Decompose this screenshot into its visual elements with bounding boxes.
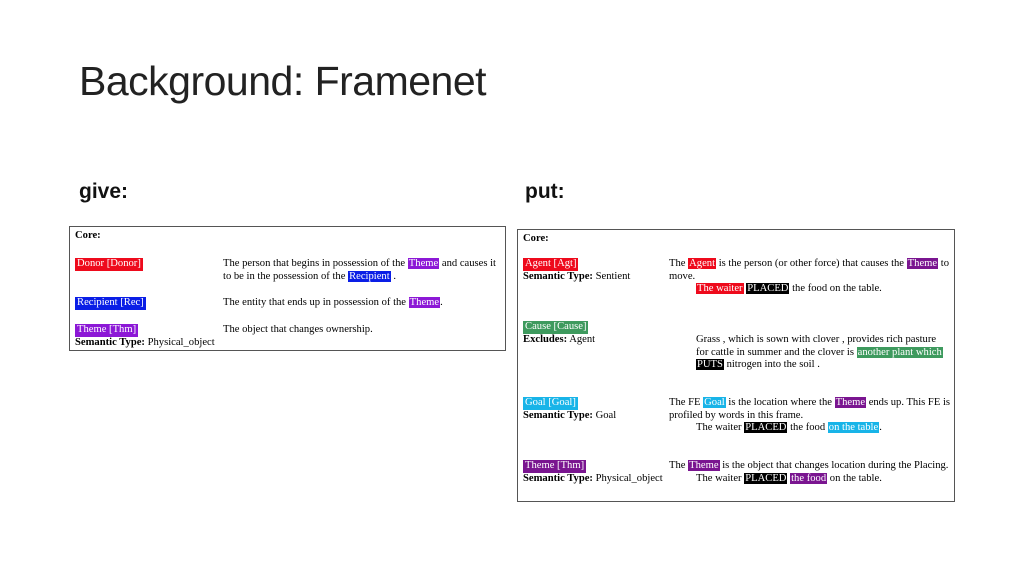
give-donor-def-text-2: and causes it to be in the possession of… (223, 258, 497, 282)
give-theme-label: Theme [Thm] (75, 324, 139, 337)
put-goal-example: The waiter PLACED the food on the table. (669, 422, 951, 435)
give-recipient-theme-ref: Theme (408, 297, 441, 308)
give-recipient-definition: The entity that ends up in possession of… (223, 297, 503, 310)
give-theme-element: Theme [Thm] Semantic Type: Physical_obje… (75, 324, 215, 349)
give-recipient-def-text-2: . (440, 297, 443, 308)
example-cause-span: another plant which (856, 346, 943, 358)
give-donor-label: Donor [Donor] (75, 258, 143, 271)
give-donor-recipient-ref: Recipient (348, 270, 391, 282)
put-goal-definition: The FE Goal is the location where the Th… (669, 397, 951, 435)
semantic-type-value: Physical_object (595, 472, 663, 484)
put-heading: put: (525, 180, 565, 203)
example-target-span: PUTS (696, 359, 724, 370)
example-text-2: on the table. (829, 472, 882, 484)
put-goal-label: Goal [Goal] (523, 397, 578, 410)
put-theme-definition: The Theme is the object that changes loc… (669, 460, 951, 485)
put-cause-excludes: Excludes: Agent (523, 334, 595, 345)
put-goal-def-text-3: ends up. This FE is profiled by words in… (669, 397, 951, 421)
put-core-label: Core: (523, 233, 549, 244)
put-agent-label: Agent [Agt] (523, 258, 579, 271)
put-theme-element: Theme [Thm] Semantic Type: Physical_obje… (523, 460, 663, 485)
put-agent-agent-ref: Agent (688, 258, 717, 269)
semantic-type-value: Goal (595, 409, 617, 421)
put-agent-definition: The Agent is the person (or other force)… (669, 258, 951, 296)
put-goal-goal-ref: Goal (703, 397, 726, 408)
put-cause-label: Cause [Cause] (523, 321, 589, 334)
give-donor-definition: The person that begins in possession of … (223, 258, 503, 283)
put-cause-example: Grass , which is sown with clover , prov… (696, 334, 951, 372)
slide-title: Background: Framenet (79, 58, 487, 104)
put-goal-def-text-2: is the location where the (728, 397, 832, 408)
put-goal-element: Goal [Goal] Semantic Type: Goal (523, 397, 616, 422)
put-agent-element: Agent [Agt] Semantic Type: Sentient (523, 258, 630, 283)
give-donor-def-text-3: . (393, 270, 396, 282)
example-text-2: nitrogen into the soil . (726, 359, 820, 370)
put-goal-theme-ref: Theme (834, 397, 867, 408)
excludes-key: Excludes: (523, 333, 568, 345)
put-agent-theme-ref: Theme (906, 258, 939, 269)
semantic-type-value: Physical_object (147, 336, 215, 348)
give-recipient-element: Recipient [Rec] (75, 297, 146, 310)
give-heading: give: (79, 180, 129, 203)
semantic-type-key: Semantic Type: (523, 409, 593, 421)
example-target-span: PLACED (744, 422, 788, 433)
put-agent-example: The waiter PLACED the food on the table. (669, 283, 951, 296)
put-theme-theme-ref: Theme (688, 460, 720, 471)
give-recipient-def-text: The entity that ends up in possession of… (223, 297, 407, 308)
put-agent-def-text-2: is the person (or other force) that caus… (718, 258, 905, 269)
give-core-label: Core: (75, 230, 101, 241)
give-donor-def-text: The person that begins in possession of … (223, 258, 406, 269)
example-text-2: the food (790, 422, 826, 433)
example-theme-span: the food (790, 472, 828, 484)
put-theme-example: The waiter PLACED the food on the table. (669, 472, 951, 486)
example-text-3: . (879, 422, 882, 433)
example-target-span: PLACED (746, 283, 790, 294)
excludes-value: Agent (569, 333, 596, 345)
put-theme-semantic-type: Semantic Type: Physical_object (523, 473, 663, 484)
give-donor-element: Donor [Donor] (75, 258, 143, 271)
give-donor-theme-ref: Theme (407, 258, 440, 269)
give-theme-definition: The object that changes ownership. (223, 324, 373, 335)
example-text: Grass , which is sown with clover , prov… (696, 334, 937, 358)
give-recipient-label: Recipient [Rec] (75, 297, 146, 310)
put-theme-def-text: The (669, 460, 686, 471)
put-agent-def-text: The (669, 258, 686, 269)
put-goal-semantic-type: Semantic Type: Goal (523, 410, 616, 421)
example-text: The waiter (696, 422, 742, 433)
put-frame-box: Core: Agent [Agt] Semantic Type: Sentien… (517, 229, 955, 502)
put-cause-element: Cause [Cause] Excludes: Agent (523, 321, 595, 346)
put-goal-def-text: The FE (669, 397, 701, 408)
semantic-type-key: Semantic Type: (523, 472, 593, 484)
put-theme-def-text-2: is the object that changes location duri… (722, 460, 949, 471)
put-agent-semantic-type: Semantic Type: Sentient (523, 271, 630, 282)
example-text: The waiter (696, 472, 742, 484)
give-frame-box: Core: Donor [Donor] The person that begi… (69, 226, 506, 351)
semantic-type-value: Sentient (595, 270, 631, 282)
semantic-type-key: Semantic Type: (75, 336, 145, 348)
example-goal-span: on the table (827, 422, 880, 433)
semantic-type-key: Semantic Type: (523, 270, 593, 282)
give-theme-semantic-type: Semantic Type: Physical_object (75, 337, 215, 348)
example-text: the food on the table. (792, 283, 882, 294)
put-theme-label: Theme [Thm] (523, 460, 587, 473)
example-target-span: PLACED (744, 472, 788, 484)
put-agent-def-text-3: to move. (669, 258, 949, 282)
example-agent-span: The waiter (696, 283, 744, 294)
